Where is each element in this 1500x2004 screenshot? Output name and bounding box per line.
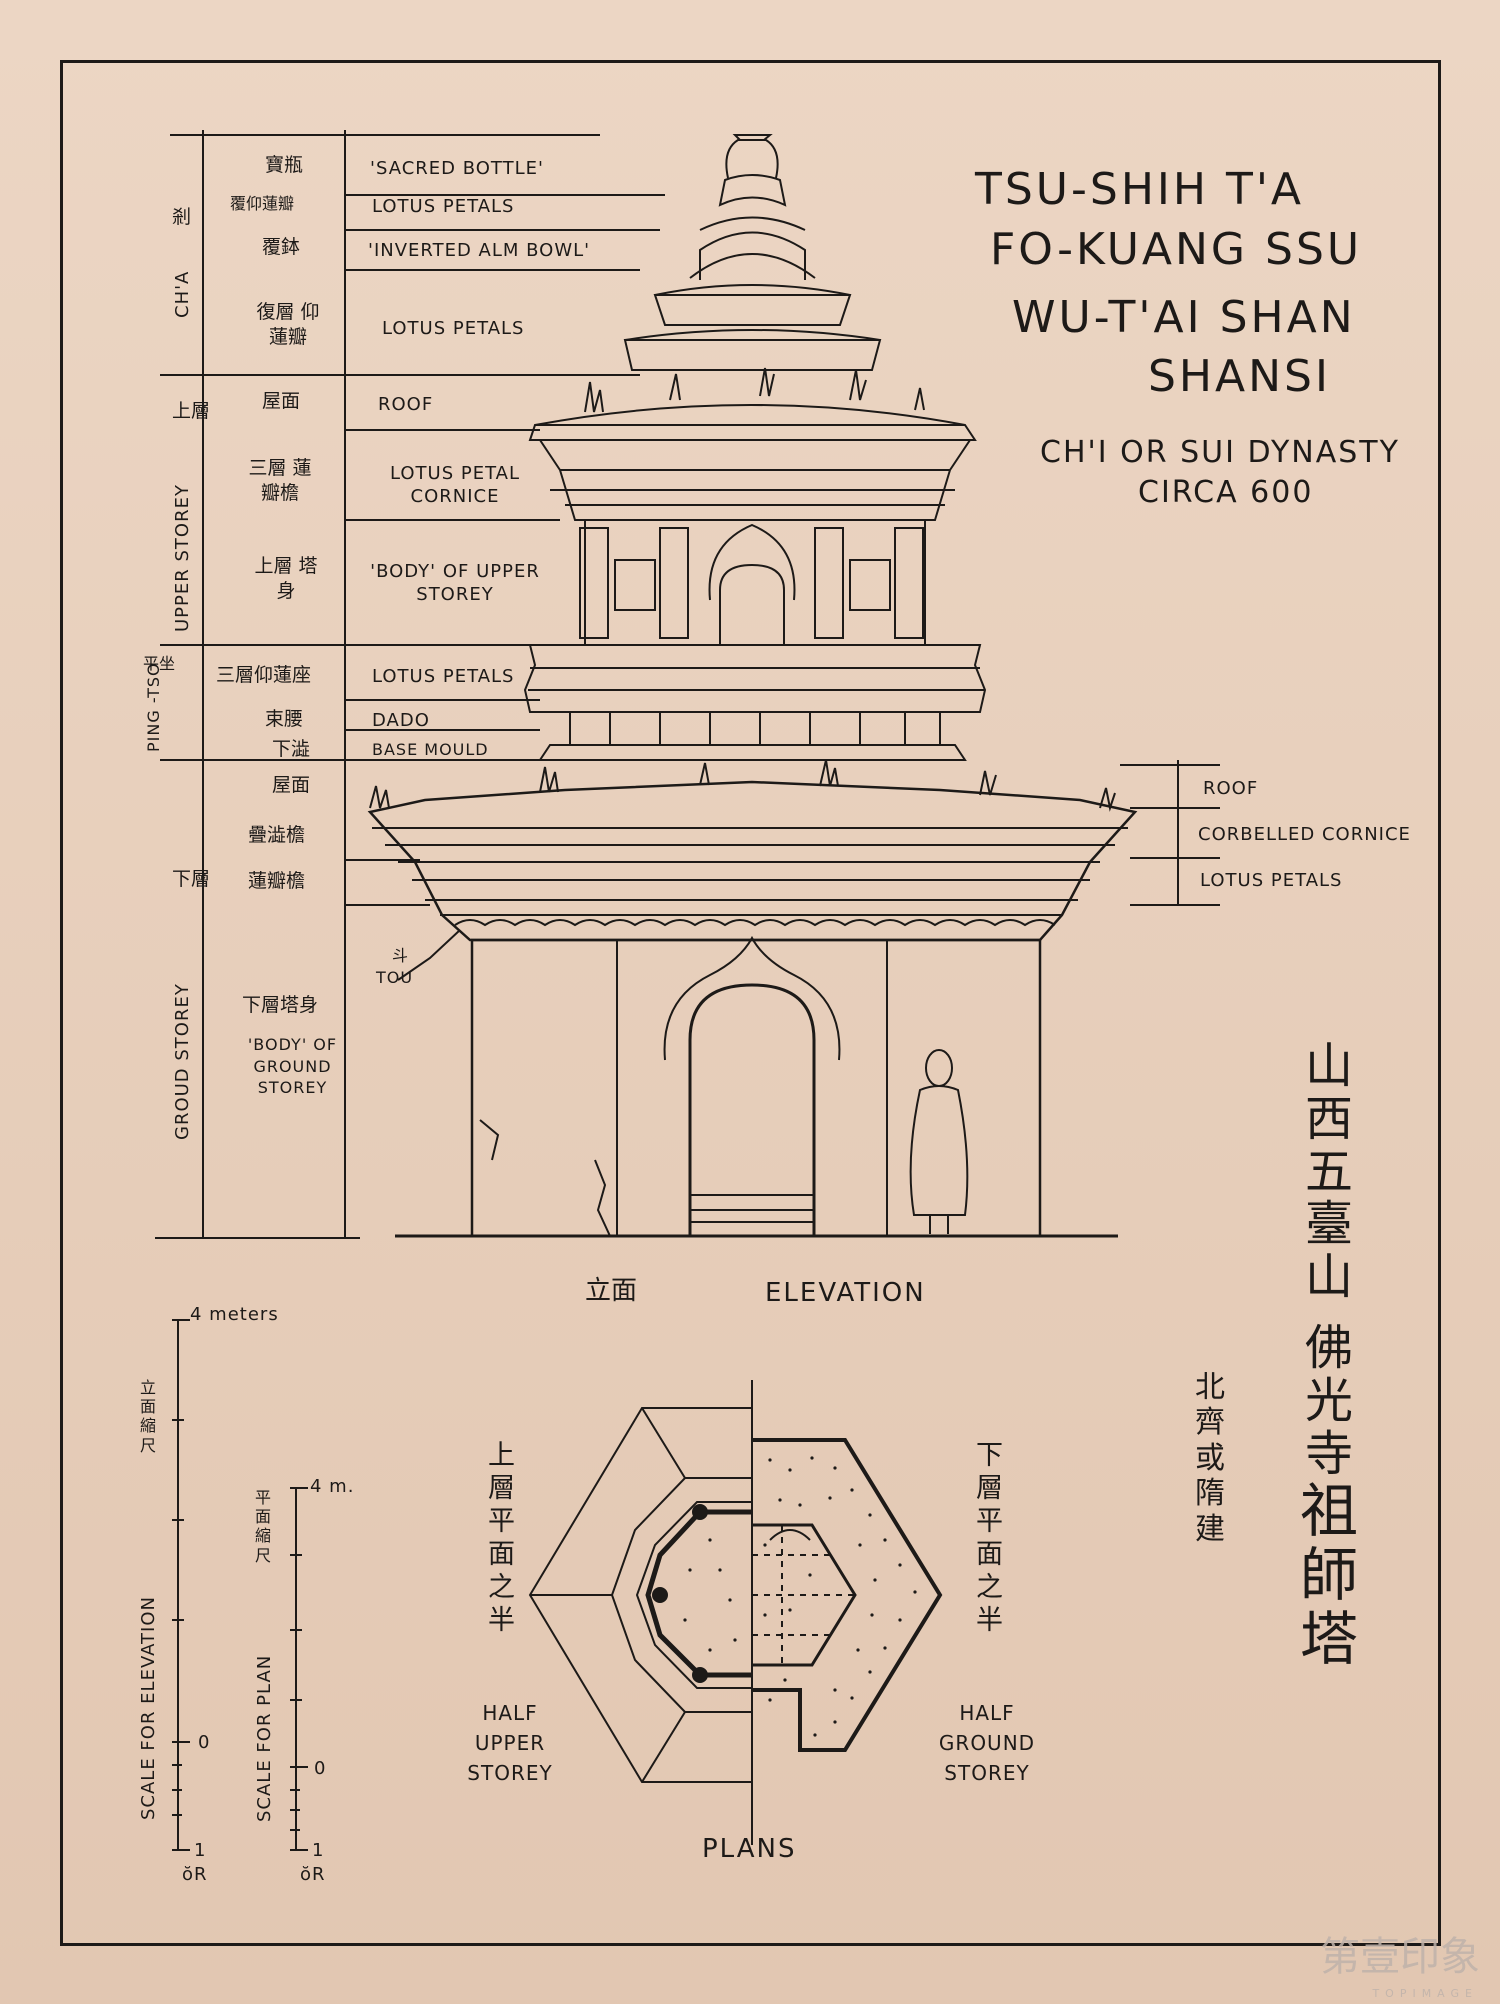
- label-en: 'INVERTED ALM BOWL': [368, 240, 591, 261]
- label-en: BASE MOULD: [372, 740, 489, 759]
- chinese-title-char: 師: [1300, 1541, 1359, 1610]
- chinese-title: 山 西 五 臺 山 佛 光 寺 祖 師 塔: [1300, 1040, 1358, 1672]
- scale-plan-top: 4 m.: [310, 1476, 355, 1497]
- tou-en: TOU: [376, 968, 414, 987]
- label-cn: 覆仰蓮瓣: [230, 194, 295, 213]
- watermark-logo: 第壹印象: [1320, 1934, 1480, 1980]
- zone-ground-en: GROUD STOREY: [172, 983, 193, 1140]
- scale-plan-zero: 0: [314, 1758, 327, 1779]
- title-line-3: WU-T'AI SHAN: [1012, 292, 1356, 343]
- label-cn: 三層仰蓮座: [216, 664, 312, 686]
- zone-upper-cn: 上層: [172, 400, 211, 422]
- scale-plan-unit: ŏR: [300, 1864, 326, 1885]
- zone-cha-cn: 剎: [172, 206, 192, 228]
- elevation-en: ELEVATION: [765, 1278, 926, 1308]
- chinese-title-char: 光: [1305, 1372, 1354, 1429]
- scale-plan-one: 1: [312, 1840, 325, 1861]
- chinese-title-char: 山: [1305, 1038, 1354, 1094]
- label-cn: 覆鉢: [262, 236, 301, 258]
- label-en: LOTUS PETALS: [372, 196, 515, 217]
- right-label-roof: ROOF: [1203, 778, 1259, 799]
- label-en: 'BODY' OF GROUND STOREY: [247, 1035, 338, 1098]
- chinese-title-char: 寺: [1305, 1425, 1354, 1482]
- label-en: DADO: [372, 710, 430, 731]
- label-en: LOTUS PETALS: [372, 666, 515, 687]
- elevation-cn: 立面: [585, 1276, 638, 1306]
- chinese-title-char: 佛: [1305, 1319, 1354, 1376]
- border-frame: [60, 60, 1441, 1946]
- chinese-title-char: 塔: [1300, 1604, 1359, 1673]
- chinese-dynasty-char: 隋: [1195, 1476, 1225, 1512]
- plan-left-cn: 上層平面之半: [488, 1440, 515, 1636]
- zone-pingtso-cn: 平坐: [143, 654, 176, 673]
- zone-ground-cn: 下層: [172, 868, 211, 890]
- plan-right-en: HALF GROUND STOREY: [938, 1701, 1036, 1785]
- label-cn: 上層 塔身: [254, 555, 318, 602]
- right-label-cornice: CORBELLED CORNICE: [1198, 824, 1411, 845]
- label-en: 'SACRED BOTTLE': [370, 158, 544, 179]
- label-cn: 復層 仰蓮瓣: [256, 301, 320, 348]
- scale-elev-cn: 立面縮尺: [140, 1378, 157, 1455]
- label-en: ROOF: [378, 394, 434, 415]
- label-cn: 蓮瓣檐: [248, 870, 306, 892]
- label-cn: 寶瓶: [265, 154, 304, 176]
- scale-plan-en: SCALE FOR PLAN: [254, 1654, 275, 1822]
- chinese-dynasty-char: 建: [1195, 1511, 1225, 1547]
- label-cn: 下層塔身: [242, 994, 319, 1016]
- title-line-4: SHANSI: [1148, 351, 1331, 402]
- tou-cn: 斗: [392, 946, 409, 965]
- chinese-dynasty-char: 齊: [1195, 1405, 1225, 1441]
- scale-elev-one: 1: [194, 1840, 207, 1861]
- plans-title: PLANS: [702, 1834, 797, 1864]
- chinese-dynasty-char: 北: [1195, 1370, 1225, 1405]
- label-en: 'BODY' OF UPPER STOREY: [370, 561, 540, 606]
- zone-cha-en: CH'A: [172, 270, 193, 318]
- chinese-dynasty-char: 或: [1195, 1440, 1225, 1476]
- watermark-text: TOPIMAGE: [1372, 1987, 1478, 2000]
- plan-right-cn: 下層平面之半: [976, 1440, 1003, 1636]
- zone-upper-en: UPPER STOREY: [172, 484, 193, 632]
- label-cn: 束腰: [265, 708, 304, 730]
- chinese-title-char: 西: [1305, 1090, 1354, 1147]
- label-en: LOTUS PETAL CORNICE: [389, 463, 521, 508]
- scale-elev-top: 4 meters: [190, 1304, 279, 1325]
- scale-elev-en: SCALE FOR ELEVATION: [138, 1596, 159, 1820]
- title-line-2: FO-KUANG SSU: [990, 224, 1363, 275]
- scale-elev-unit: ŏR: [182, 1864, 208, 1885]
- plan-left-en: HALF UPPER STOREY: [467, 1701, 553, 1785]
- chinese-title-char: 祖: [1300, 1477, 1359, 1546]
- zone-pingtso-en: PING -TSO: [144, 662, 163, 752]
- label-en: LOTUS PETALS: [382, 318, 525, 339]
- scale-plan-cn: 平面縮尺: [255, 1488, 272, 1565]
- chinese-dynasty: 北 齊 或 隋 建: [1195, 1370, 1225, 1547]
- scale-elev-zero: 0: [198, 1732, 211, 1753]
- chinese-title-char: 五: [1305, 1143, 1354, 1200]
- label-cn: 下澁: [272, 738, 311, 760]
- label-cn: 疊澁檐: [248, 824, 306, 846]
- right-label-petals: LOTUS PETALS: [1200, 870, 1343, 891]
- chinese-title-char: 山: [1305, 1249, 1354, 1306]
- title-line-1: TSU-SHIH T'A: [975, 164, 1305, 215]
- dynasty-line-2: CIRCA 600: [1138, 475, 1314, 510]
- label-cn: 屋面: [272, 774, 311, 796]
- chinese-title-char: 臺: [1305, 1196, 1354, 1253]
- dynasty-line-1: CH'I OR SUI DYNASTY: [1040, 435, 1400, 470]
- label-cn: 屋面: [262, 390, 301, 412]
- label-cn: 三層 蓮瓣檐: [248, 457, 312, 504]
